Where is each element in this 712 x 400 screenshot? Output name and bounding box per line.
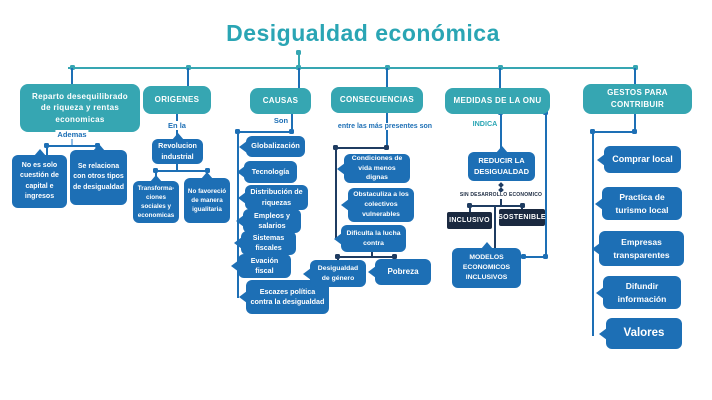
connector — [521, 205, 523, 210]
connector — [46, 145, 48, 155]
connector — [46, 145, 98, 147]
node-gestos-header: GESTOS PARA CONTRIBUIR — [583, 84, 692, 114]
node-origenes-child: No favoreció de manera igualitaria — [184, 178, 230, 223]
connector — [371, 252, 373, 257]
connector-dot — [521, 254, 526, 259]
connector — [291, 114, 293, 133]
node-causas-header: CAUSAS — [250, 88, 311, 114]
node-origenes-main: Revolucion industrial — [152, 139, 203, 164]
connector — [71, 139, 73, 146]
connector — [298, 68, 300, 88]
node-consecuencias-child: Dificulta la lucha contra — [341, 225, 406, 252]
node-causas-child: Tecnología — [244, 161, 297, 183]
connector-dot — [543, 254, 548, 259]
connector — [469, 205, 523, 207]
connector-dot — [186, 65, 191, 70]
connector — [155, 170, 208, 172]
node-origenes-child: Transforma- ciones sociales y economicas — [133, 181, 179, 223]
node-causas-child: Empleos y salarios — [243, 209, 301, 233]
connector-dot — [296, 50, 301, 55]
connector — [337, 256, 339, 261]
connector — [298, 53, 300, 68]
connector — [386, 113, 388, 148]
connector — [500, 199, 502, 206]
connector-label-indica: INDICA — [470, 119, 500, 128]
node-medidas-tag: SOSTENIBLE — [498, 209, 546, 226]
connector — [499, 68, 501, 88]
node-causas-child: Evación fiscal — [238, 254, 291, 278]
node-causas-child: Distribución de riquezas — [245, 185, 308, 210]
connector-label-entre: entre las más presentes son — [335, 123, 435, 130]
connector-label-ademas: Ademas — [55, 130, 89, 139]
node-consecuencias-leaf: Desigualdad de género — [310, 260, 366, 287]
node-causas-child: Globalización — [246, 136, 305, 157]
node-medidas-tag: INCLUSIVO — [447, 212, 492, 229]
node-consecuencias-leaf: Pobreza — [375, 259, 431, 285]
connector — [386, 68, 388, 87]
connector-dot — [384, 145, 389, 150]
connector — [337, 256, 395, 258]
connector-dot — [289, 129, 294, 134]
node-consecuencias-child: Obstaculiza a los colectivos vulnerables — [348, 188, 414, 222]
connector — [521, 256, 546, 258]
page-title: Desigualdad económica — [226, 20, 500, 46]
connector — [469, 205, 471, 213]
connector-label-enla: En la — [166, 121, 188, 130]
connector — [592, 131, 594, 336]
node-gestos-child: Difundir información — [603, 276, 681, 309]
connector-dot — [633, 65, 638, 70]
connector — [187, 68, 189, 86]
node-reparto-child: Se relaciona con otros tipos de desigual… — [70, 150, 127, 205]
connector-dot — [498, 65, 503, 70]
node-reparto-header: Reparto desequilibrado de riqueza y rent… — [20, 84, 140, 132]
connector — [237, 131, 293, 133]
connector — [335, 147, 388, 149]
node-gestos-child: Empresas transparentes — [599, 231, 684, 266]
connector-label-son: Son — [271, 116, 291, 125]
connector — [176, 164, 178, 171]
node-consecuencias-header: CONSECUENCIAS — [331, 87, 423, 113]
connector — [592, 131, 636, 133]
node-gestos-child: Valores — [606, 318, 682, 349]
connector — [176, 114, 178, 122]
connector — [68, 67, 636, 69]
node-origenes-header: ORIGENES — [143, 86, 211, 114]
node-gestos-child: Practica de turismo local — [602, 187, 682, 220]
connector — [494, 205, 496, 249]
node-gestos-child: Comprar local — [604, 146, 681, 173]
node-consecuencias-child: Condiciones de vida menos dignas — [344, 154, 410, 183]
connector — [71, 68, 73, 85]
connector — [545, 112, 547, 258]
node-medidas-result: MODELOS ECONOMICOS INCLUSIVOS — [452, 248, 521, 288]
connector-label-sin-desarrollo: SIN DESARROLLO ECONOMICO — [457, 192, 545, 198]
node-medidas-main: REDUCIR LA DESIGUALDAD — [468, 152, 535, 181]
node-medidas-header: MEDIDAS DE LA ONU — [445, 88, 550, 114]
node-causas-child: Sistemas fiscales — [241, 231, 296, 255]
node-reparto-child: No es solo cuestión de capital e ingreso… — [12, 155, 67, 208]
connector-dot — [70, 65, 75, 70]
connector-dot — [632, 129, 637, 134]
connector — [500, 114, 502, 152]
connector-dot — [385, 65, 390, 70]
connector — [335, 147, 337, 238]
connector-dot — [296, 65, 301, 70]
